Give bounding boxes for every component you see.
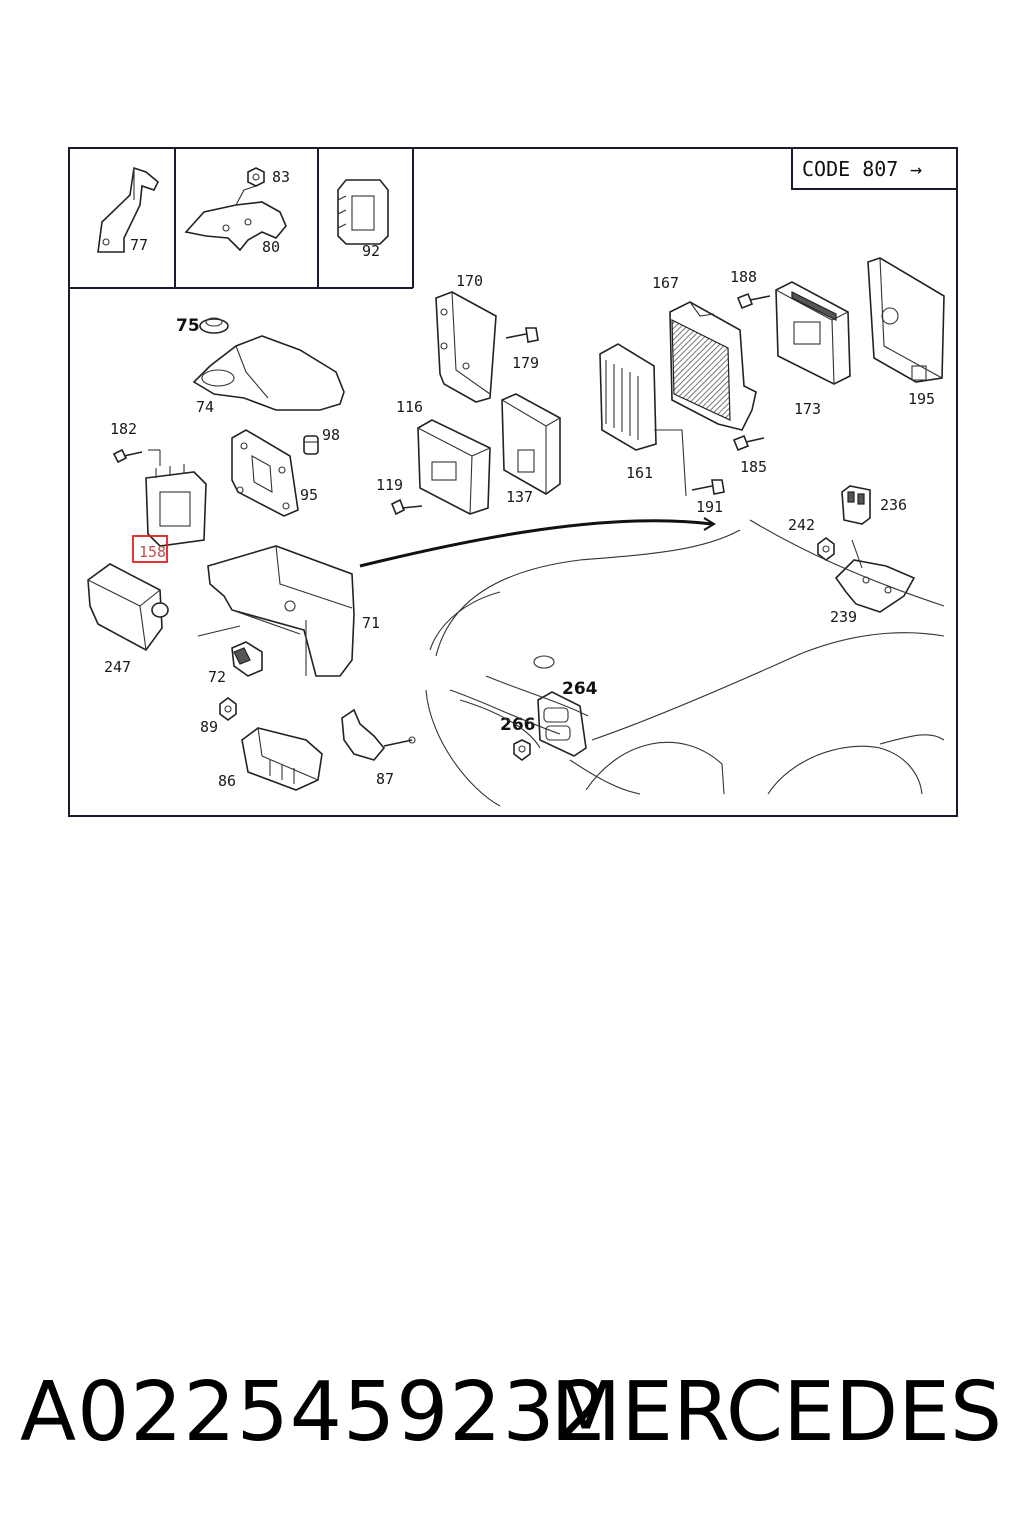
code-arrow: → [910, 157, 922, 181]
part-label-158[interactable]: 158 [139, 543, 166, 561]
part-74-cover: 74 [192, 335, 345, 416]
part-179-bolt: 179 [505, 327, 539, 372]
part-89-nut: 89 [200, 697, 237, 736]
part-242-nut: 242 [788, 516, 835, 561]
highlight-box-158[interactable] [132, 535, 168, 563]
part-158-module: 158 [132, 464, 207, 563]
part-label-83: 83 [272, 168, 290, 186]
part-191-bolt: 191 [691, 479, 725, 516]
part-185-bolt: 185 [732, 434, 767, 476]
part-label-239: 239 [830, 608, 857, 626]
part-71-fusebox: 71 [207, 545, 380, 677]
part-label-182: 182 [110, 420, 137, 438]
vehicle-outline [425, 519, 945, 807]
part-label-179: 179 [512, 354, 539, 372]
diagram-frame [68, 147, 958, 817]
part-label-161: 161 [626, 464, 653, 482]
part-label-92: 92 [362, 242, 380, 260]
part-label-195: 195 [908, 390, 935, 408]
part-label-242: 242 [788, 516, 815, 534]
part-label-167: 167 [652, 274, 679, 292]
part-137-module: 137 [501, 393, 561, 506]
part-264-switch: 264 [537, 679, 598, 757]
part-87-horn: 87 [341, 708, 416, 788]
part-label-170: 170 [456, 272, 483, 290]
part-116-unit: 116 [396, 398, 491, 515]
part-label-188: 188 [730, 268, 757, 286]
part-247-unit: 247 [87, 563, 169, 676]
part-label-89: 89 [200, 718, 218, 736]
part-98-plug: 98 [303, 426, 340, 455]
part-266-nut: 266 [500, 715, 536, 761]
part-170-module: 170 [435, 272, 497, 403]
part-label-74: 74 [196, 398, 214, 416]
part-75-cap: 75 [176, 316, 229, 336]
part-119-bolt: 119 [376, 476, 423, 516]
part-72-relay: 72 [197, 625, 263, 686]
part-80-holder: 80 [184, 185, 287, 256]
part-number: A0225459232 [20, 1365, 609, 1460]
part-label-80: 80 [262, 238, 280, 256]
part-label-77: 77 [130, 236, 148, 254]
part-236-relay: 236 [841, 485, 907, 525]
part-footer: A0225459232 MERCEDES [0, 1365, 1024, 1475]
inset-panels [69, 148, 414, 289]
part-95-plate: 95 [231, 429, 318, 517]
code-label: CODE 807 [802, 157, 898, 181]
part-188-bolt: 188 [730, 268, 771, 310]
part-label-119: 119 [376, 476, 403, 494]
part-label-191: 191 [696, 498, 723, 516]
part-label-71: 71 [362, 614, 380, 632]
part-label-87: 87 [376, 770, 394, 788]
part-167-ecu: 167 [652, 274, 757, 431]
part-label-173: 173 [794, 400, 821, 418]
location-pointer [359, 517, 716, 568]
part-92-grommet: 92 [337, 179, 389, 260]
part-label-116: 116 [396, 398, 423, 416]
part-182-bolt: 182 [110, 420, 161, 466]
part-77-bracket: 77 [97, 166, 159, 254]
part-label-72: 72 [208, 668, 226, 686]
part-label-185: 185 [740, 458, 767, 476]
part-label-86: 86 [218, 772, 236, 790]
part-label-75: 75 [176, 316, 200, 336]
part-label-236: 236 [880, 496, 907, 514]
part-239-bracket: 239 [830, 539, 916, 626]
part-161-module: 161 [599, 343, 687, 497]
part-195-bracket: 195 [867, 257, 945, 408]
code-badge: CODE 807 → [791, 147, 958, 190]
part-86-housing: 86 [218, 727, 323, 791]
part-label-264: 264 [562, 679, 598, 699]
brand-name: MERCEDES [550, 1365, 1002, 1460]
part-label-247: 247 [104, 658, 131, 676]
part-label-137: 137 [506, 488, 533, 506]
part-label-95: 95 [300, 486, 318, 504]
part-label-98: 98 [322, 426, 340, 444]
part-83-nut: 83 [247, 167, 290, 187]
part-173-ecu: 173 [775, 281, 851, 418]
